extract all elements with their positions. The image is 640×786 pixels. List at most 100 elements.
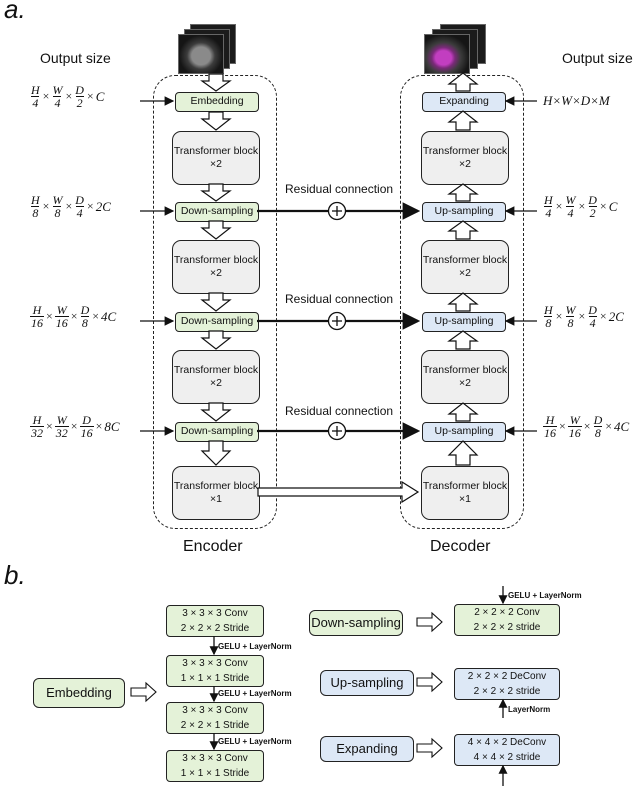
channel-term: C bbox=[95, 88, 105, 104]
times-symbol: × bbox=[92, 309, 100, 323]
fraction-denominator: 32 bbox=[54, 426, 69, 440]
hollow-arrow-dec-0 bbox=[447, 72, 479, 92]
b-hollow-arrow-up bbox=[416, 671, 443, 693]
residual-connection-1 bbox=[257, 201, 421, 221]
times-symbol: × bbox=[555, 199, 563, 213]
b-gelu-label-1: GELU + LayerNorm bbox=[218, 642, 292, 651]
b-hollow-arrow-embedding bbox=[130, 681, 157, 703]
times-symbol: × bbox=[555, 309, 563, 323]
encoder-down-sampling-2: Down-sampling bbox=[175, 312, 259, 332]
residual-connection-2 bbox=[257, 311, 421, 331]
b-up-detail-line1: 2 × 2 × 2 DeConv bbox=[467, 671, 547, 682]
fraction-numerator: W bbox=[56, 303, 67, 317]
panel-b-label: b. bbox=[4, 560, 26, 590]
hollow-arrow-enc-7 bbox=[200, 440, 232, 466]
fraction-numerator: D bbox=[75, 83, 84, 97]
hollow-arrow-dec-7 bbox=[447, 440, 479, 466]
times-symbol: × bbox=[70, 419, 78, 433]
decoder-label: Decoder bbox=[430, 538, 491, 555]
fraction-denominator: 2 bbox=[75, 96, 84, 110]
fraction-denominator: 2 bbox=[588, 206, 597, 220]
channel-term: 2C bbox=[608, 308, 624, 324]
decoder-transformer-block-1: Transformer block ×2 bbox=[421, 131, 509, 185]
bottleneck-hollow-arrow bbox=[257, 480, 420, 504]
encoder-transformer-block-2: Transformer block ×2 bbox=[172, 240, 260, 294]
hollow-arrow-enc-3 bbox=[200, 220, 232, 240]
hollow-arrow-enc-4 bbox=[200, 292, 232, 312]
b-down-gelu-label: GELU + LayerNorm bbox=[508, 591, 582, 600]
fraction-denominator: 16 bbox=[543, 426, 557, 440]
hollow-arrow-enc-5 bbox=[200, 330, 232, 350]
input-ct-image-stack bbox=[178, 24, 238, 74]
fraction-denominator: 4 bbox=[75, 206, 84, 220]
b-embed-conv-3-line1: 3 × 3 × 3 Conv bbox=[182, 705, 248, 716]
decoder-up-sampling-1: Up-sampling bbox=[422, 202, 506, 222]
fraction-numerator: W bbox=[565, 193, 576, 207]
times-symbol: × bbox=[65, 89, 73, 103]
b-down-detail-line2: 2 × 2 × 2 stride bbox=[473, 622, 541, 633]
fraction-denominator: 4 bbox=[31, 96, 40, 110]
decoder-transformer-block-4: Transformer block ×1 bbox=[421, 466, 509, 520]
b-embed-conv-4: 3 × 3 × 3 Conv 1 × 1 × 1 Stride bbox=[166, 750, 264, 782]
fraction-numerator: W bbox=[52, 83, 63, 97]
decoder-transformer-block-2: Transformer block ×2 bbox=[421, 240, 509, 294]
b-embed-conv-1-line2: 2 × 2 × 2 Stride bbox=[180, 623, 250, 634]
times-symbol: × bbox=[86, 89, 94, 103]
fraction-denominator: 4 bbox=[53, 96, 62, 110]
hollow-arrow-dec-6 bbox=[447, 402, 479, 422]
hollow-arrow-enc-0 bbox=[200, 73, 232, 92]
fraction-denominator: 8 bbox=[593, 426, 602, 440]
fraction-numerator: H bbox=[32, 303, 42, 317]
fraction-denominator: 16 bbox=[79, 426, 94, 440]
residual-connection-label-3: Residual connection bbox=[285, 404, 394, 418]
hollow-arrow-enc-1 bbox=[200, 111, 232, 131]
b-embed-conv-4-line2: 1 × 1 × 1 Stride bbox=[180, 768, 250, 779]
channel-term: 8C bbox=[104, 418, 120, 434]
output-segmentation-stack bbox=[424, 24, 490, 74]
fraction-numerator: D bbox=[75, 193, 84, 207]
encoder-transformer-block-1: Transformer block ×2 bbox=[172, 131, 260, 185]
b-down-sampling-box: Down-sampling bbox=[309, 610, 403, 636]
fraction-denominator: 32 bbox=[30, 426, 44, 440]
panel-a-label: a. bbox=[4, 0, 26, 24]
b-down-detail: 2 × 2 × 2 Conv 2 × 2 × 2 stride bbox=[454, 604, 560, 636]
b-hollow-arrow-down bbox=[416, 611, 443, 633]
times-symbol: × bbox=[559, 419, 566, 433]
times-symbol: × bbox=[578, 199, 586, 213]
decoder-transformer-block-3: Transformer block ×2 bbox=[421, 350, 509, 404]
fraction-numerator: H bbox=[31, 193, 40, 207]
fraction-numerator: D bbox=[80, 303, 90, 317]
fraction-denominator: 4 bbox=[544, 206, 553, 220]
fraction-denominator: 8 bbox=[31, 206, 40, 220]
b-up-layernorm-label: LayerNorm bbox=[508, 705, 551, 714]
times-symbol: × bbox=[599, 199, 607, 213]
fraction-numerator: H bbox=[545, 413, 555, 427]
b-expand-detail-line1: 4 × 4 × 2 DeConv bbox=[467, 737, 547, 748]
b-up-detail: 2 × 2 × 2 DeConv 2 × 2 × 2 stride bbox=[454, 668, 560, 700]
channel-term: 4C bbox=[101, 308, 117, 324]
b-embed-conv-1: 3 × 3 × 3 Conv 2 × 2 × 2 Stride bbox=[166, 605, 264, 637]
b-embed-conv-3-line2: 2 × 2 × 1 Stride bbox=[180, 720, 250, 731]
times-symbol: × bbox=[42, 89, 50, 103]
channel-term: 4C bbox=[614, 418, 630, 434]
fraction-denominator: 16 bbox=[567, 426, 582, 440]
fraction-denominator: 4 bbox=[566, 206, 575, 220]
decoder-expanding-box: Expanding bbox=[422, 92, 506, 112]
hollow-arrow-enc-6 bbox=[200, 402, 232, 422]
